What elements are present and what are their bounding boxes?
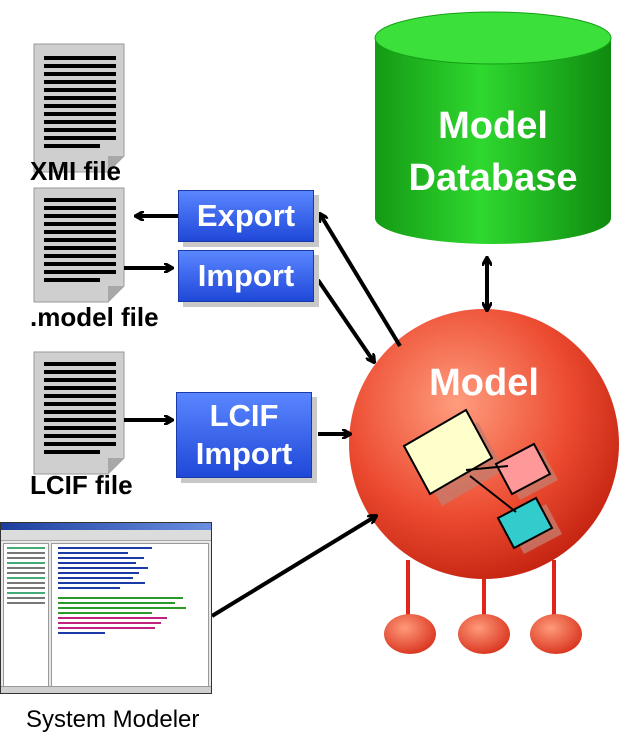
class-diagram-icon [402, 408, 562, 554]
stand-foot-left [384, 614, 436, 654]
model-stand [384, 560, 582, 654]
system-modeler-screenshot [0, 522, 212, 694]
system-modeler-to-model-arrow [210, 516, 376, 618]
lcif-import-line1: LCIF [209, 398, 279, 433]
xmi-file-label: XMI file [30, 156, 122, 186]
sm-editor-pane [51, 543, 209, 687]
database-label-line1: Model [438, 105, 548, 147]
export-button[interactable]: Export [178, 190, 314, 242]
lcif-import-line2: Import [195, 436, 293, 471]
import-to-model-arrow [316, 278, 374, 362]
stand-foot-middle [458, 614, 510, 654]
database-label-line2: Database [408, 157, 578, 199]
system-modeler-label: System Modeler [26, 706, 200, 733]
sm-statusbar [1, 686, 211, 693]
model-file-label: .model file [30, 302, 159, 332]
lcif-file-label: LCIF file [30, 470, 133, 500]
xmi-file-icon [33, 43, 125, 173]
sm-tree-pane [3, 543, 49, 687]
connector-arrows [124, 214, 487, 618]
model-database-cylinder [374, 11, 612, 244]
stand-foot-right [530, 614, 582, 654]
import-button[interactable]: Import [178, 250, 314, 302]
model-to-export-arrow [320, 214, 402, 348]
model-title: Model [429, 362, 539, 404]
lcif-import-button[interactable]: LCIF Import [176, 392, 312, 478]
database-label: Model Database [375, 100, 611, 204]
sm-titlebar [1, 523, 211, 530]
sm-toolbar [1, 530, 211, 541]
model-file-icon [33, 187, 125, 303]
lcif-file-icon [33, 351, 125, 475]
